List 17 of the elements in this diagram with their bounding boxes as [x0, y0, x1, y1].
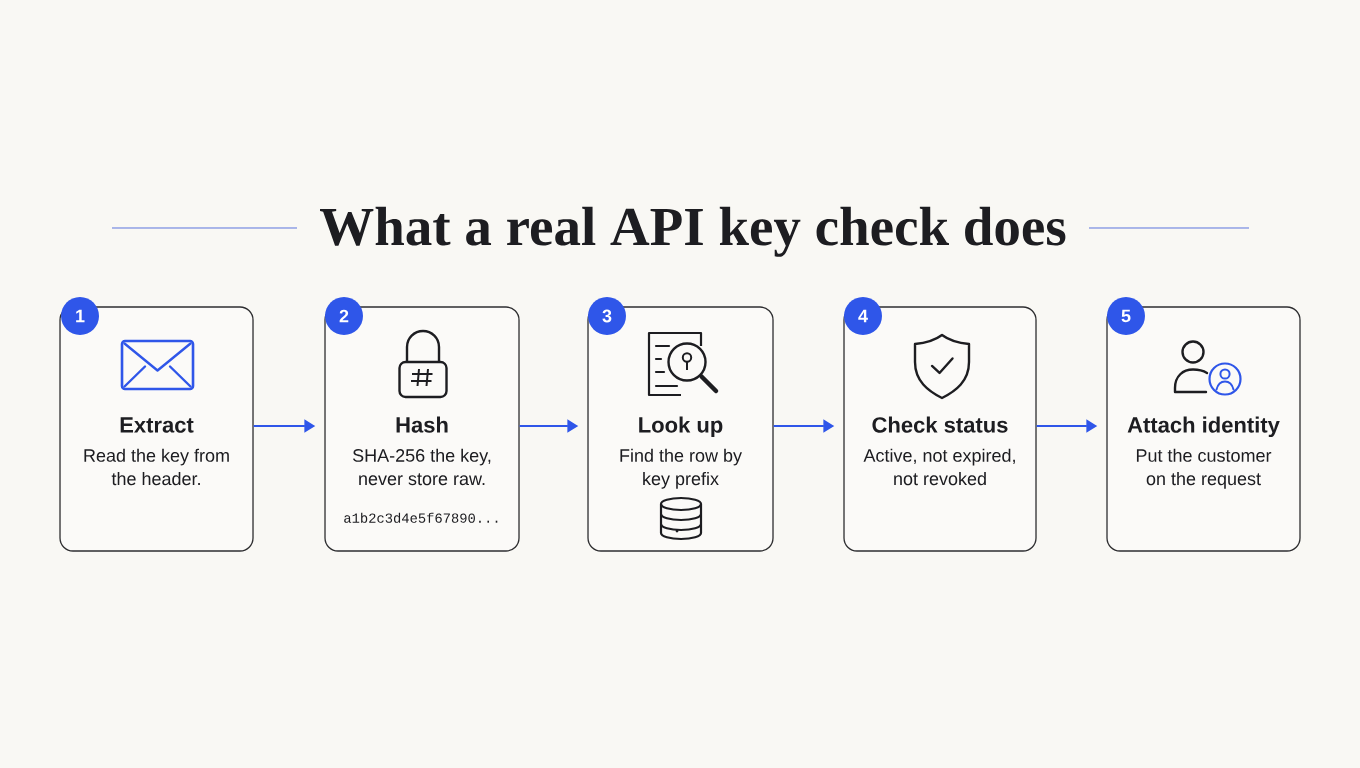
step-description: Find the row by key prefix [620, 448, 742, 489]
step-number-badge: 4 [844, 297, 882, 335]
step-number-badge: 3 [588, 297, 626, 335]
title: What a real API key check does [320, 206, 1066, 257]
hash-sample: a1b2c3d4e5f67890... [344, 512, 498, 523]
step-number-badge: 2 [325, 297, 363, 335]
step-title: Attach identity [1127, 416, 1280, 438]
step-description: Read the key from the header. [84, 448, 229, 486]
step-title: Check status [872, 416, 1008, 433]
step-description: SHA-256 the key, never store raw. [352, 448, 491, 486]
step-title: Extract [120, 417, 194, 433]
step-title: Look up [639, 416, 723, 438]
step-number-badge: 1 [61, 297, 99, 335]
step-title: Hash [396, 416, 448, 433]
step-description: Active, not expired, not revoked [863, 448, 1015, 486]
step-number-badge: 5 [1107, 297, 1145, 335]
step-description: Put the customer on the request [1136, 448, 1272, 489]
